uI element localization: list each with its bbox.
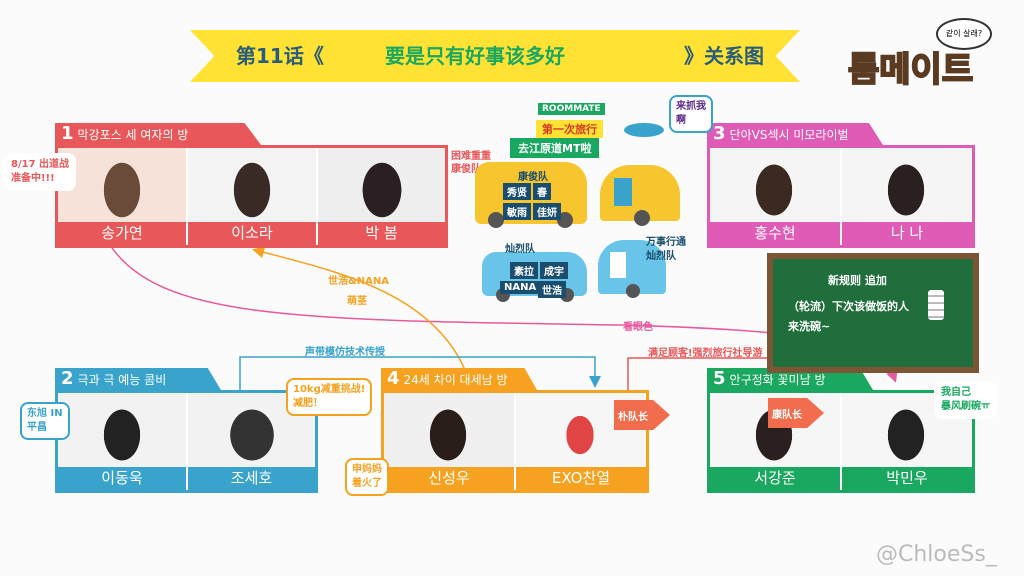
wheel-icon	[626, 284, 640, 298]
team1-member: 春	[533, 183, 551, 200]
note-leedongwook: 东旭 IN 平昌	[20, 402, 70, 440]
flag-kang-label: 康队长	[772, 410, 802, 421]
room-2-title: 극과 극 예능 콤비	[77, 373, 167, 387]
logo-text: 룸메이트	[847, 49, 974, 91]
member-name: 이동욱	[58, 467, 186, 490]
member-name: 서강준	[710, 467, 840, 490]
note-songgayeon: 8/17 出道战 准备中!!!	[4, 153, 77, 191]
room-3-title: 단아VS섹시 미모라이벌	[729, 128, 849, 142]
board-line-2: （轮流）下次该做饭的人	[788, 300, 909, 313]
room-3-num: 3	[713, 123, 726, 144]
wheel-icon	[488, 212, 504, 228]
member-leedongwook: 이동욱	[58, 393, 186, 490]
member-name: EXO찬열	[516, 467, 646, 490]
member-name: 신성우	[384, 467, 514, 490]
flag-park-label: 朴队长	[618, 412, 648, 423]
team2-member: 成宇	[540, 262, 568, 279]
team1-member: 秀贤	[503, 183, 531, 200]
member-nana: 나 나	[842, 148, 972, 245]
room-5-num: 5	[713, 368, 726, 389]
label-kanseye: 看眼色	[623, 322, 653, 333]
dishes-icon	[928, 290, 944, 320]
team2-note: 万事行通 灿烈队	[646, 237, 686, 262]
team1-member: 佳妍	[533, 203, 561, 220]
wheel-icon	[557, 212, 573, 228]
label-travel: 满足顾客!强烈旅行社导游	[648, 348, 763, 359]
board-line-3: 来洗碗~	[788, 320, 831, 333]
room-4-num: 4	[387, 368, 400, 389]
member-leesora: 이소라	[188, 148, 316, 245]
sehonana-line	[252, 246, 466, 371]
door-icon	[614, 178, 632, 206]
room-2-num: 2	[61, 368, 74, 389]
member-name: 이소라	[188, 222, 316, 245]
team1-label: 康俊队	[518, 172, 548, 183]
member-name: 조세호	[188, 467, 315, 490]
voice-line	[239, 356, 601, 390]
member-songgayeon: 송가연	[58, 148, 186, 245]
label-sehonana: 世浩&NANA	[328, 276, 389, 287]
member-name: 송가연	[58, 222, 186, 245]
note-choseho: 10kg减重挑战! 减肥！	[286, 378, 373, 416]
trip-first: 第一次旅行	[536, 120, 603, 138]
chalkboard	[767, 253, 979, 373]
board-line-1: 新规则 追加	[828, 274, 887, 287]
team2-member: 世浩	[538, 281, 566, 298]
fish-icon	[624, 123, 664, 137]
team2-member: 素拉	[510, 262, 538, 279]
member-name: 홍수현	[710, 222, 840, 245]
watermark: @ChloeSs_	[876, 542, 997, 567]
door-icon	[610, 252, 626, 278]
trip-hard: 困难重重 康俊队	[451, 151, 491, 175]
team2-label: 灿烈队	[505, 244, 535, 255]
wheel-icon	[634, 210, 650, 226]
room-1-num: 1	[61, 123, 74, 144]
member-name: 박민우	[842, 467, 972, 490]
room-4-title: 24세 차이 대세남 방	[403, 373, 508, 387]
title-suffix: 》关系图	[684, 44, 764, 68]
label-sehonana-2: 萌茎	[347, 296, 367, 307]
note-chase: 来抓我 啊	[669, 95, 713, 133]
logo-bubble: 같이 살래?	[936, 18, 992, 50]
team1-member: 敏雨	[503, 203, 531, 220]
room-1-title: 막강포스 세 여자의 방	[77, 128, 189, 142]
label-voice: 声带模仿技术传授	[305, 347, 385, 358]
member-parkbom: 박 봄	[318, 148, 445, 245]
title-banner	[190, 30, 800, 82]
member-name: 나 나	[842, 222, 972, 245]
member-shinsungwoo: 신성우	[384, 393, 514, 490]
note-shinsungwoo: 申妈妈 着火了	[345, 458, 389, 496]
member-chanyeol: EXO찬열	[516, 393, 646, 490]
title-prefix: 第11话《	[236, 44, 324, 68]
trip-roommate: ROOMMATE	[538, 103, 605, 115]
trip-dest: 去江原道MT啦	[510, 138, 600, 158]
roommate-logo: 같이 살래? 룸메이트	[847, 18, 998, 91]
member-hongsoohyun: 홍수현	[710, 148, 840, 245]
team2-member: NANA	[500, 281, 541, 294]
member-name: 박 봄	[318, 222, 445, 245]
note-parkminwoo: 我自己 暴风刷碗ㅠ	[934, 381, 998, 419]
title-main: 要是只有好事该多好	[385, 44, 565, 68]
room-5-title: 안구정화 꽃미남 방	[729, 373, 826, 387]
